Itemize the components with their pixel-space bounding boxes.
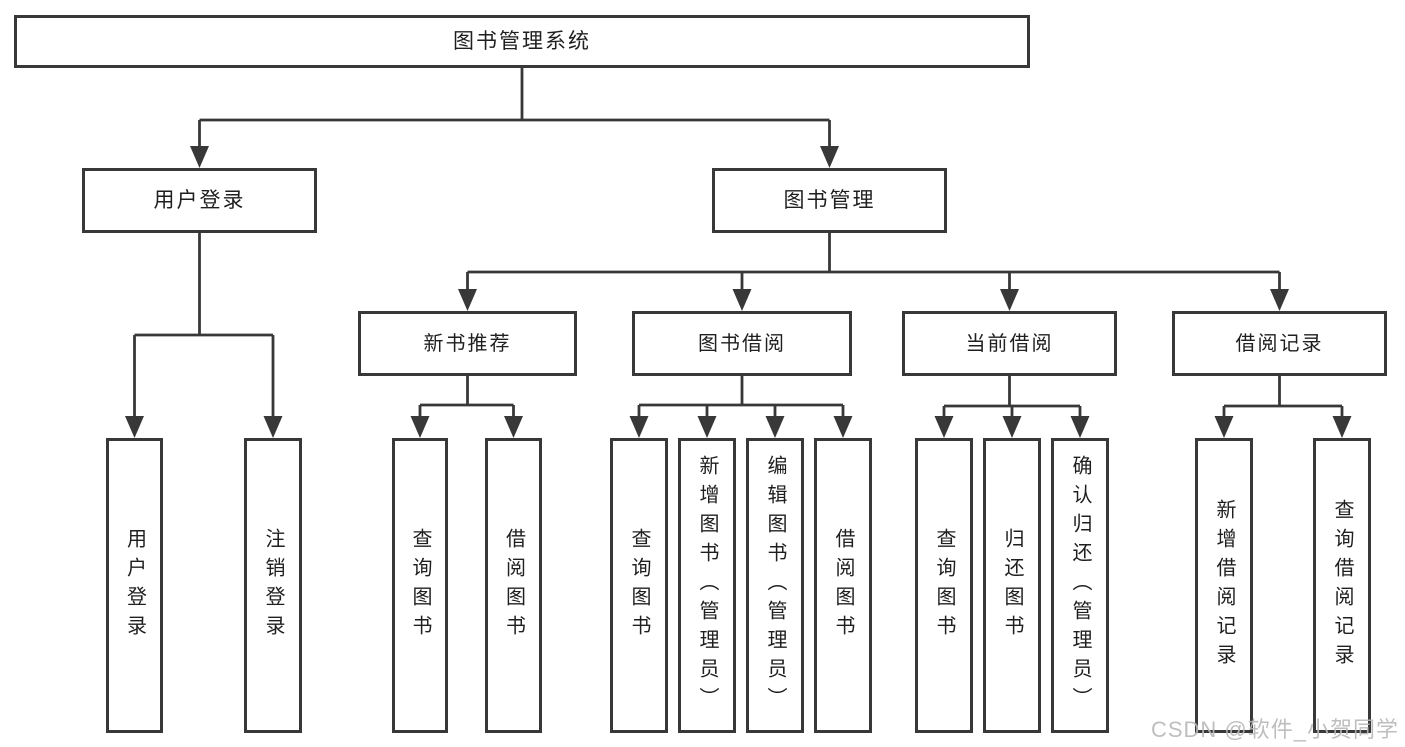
node-leaf-borrow-books-1: 借阅图书 xyxy=(485,438,542,733)
node-root: 图书管理系统 xyxy=(14,15,1030,68)
node-leaf-user-login-label: 用户登录 xyxy=(123,527,146,644)
node-borrowing-records-label: 借阅记录 xyxy=(1235,332,1324,355)
arrowhead-icon xyxy=(504,416,523,438)
node-new-book-recommend: 新书推荐 xyxy=(358,311,577,376)
node-current-borrowing: 当前借阅 xyxy=(902,311,1117,376)
arrowhead-icon xyxy=(732,289,752,311)
node-leaf-edit-books-admin-label: 编辑图书（管理员） xyxy=(764,455,786,716)
arrowhead-icon xyxy=(629,416,649,438)
arrowhead-icon xyxy=(1270,289,1289,311)
node-leaf-logout: 注销登录 xyxy=(244,438,302,733)
node-user-login: 用户登录 xyxy=(82,168,317,233)
node-leaf-confirm-return-admin: 确认归还（管理员） xyxy=(1051,438,1109,733)
node-leaf-add-borrow-record-label: 新增借阅记录 xyxy=(1213,498,1235,673)
node-leaf-query-books-2: 查询图书 xyxy=(610,438,668,733)
arrowhead-icon xyxy=(820,146,839,168)
node-book-borrowing: 图书借阅 xyxy=(632,311,852,376)
arrowhead-icon xyxy=(1000,289,1019,311)
node-leaf-borrow-books-2: 借阅图书 xyxy=(814,438,872,733)
node-leaf-borrow-books-2-label: 借阅图书 xyxy=(832,527,854,644)
node-book-management: 图书管理 xyxy=(712,168,947,233)
node-leaf-logout-label: 注销登录 xyxy=(262,527,284,644)
arrowhead-icon xyxy=(263,416,283,438)
node-leaf-return-books-label: 归还图书 xyxy=(1001,527,1023,644)
arrowhead-icon xyxy=(697,416,717,438)
csdn-watermark: CSDN @软件_小贺同学 xyxy=(1150,717,1399,742)
node-new-book-recommend-label: 新书推荐 xyxy=(423,332,512,355)
arrowhead-icon xyxy=(833,416,853,438)
node-book-management-label: 图书管理 xyxy=(783,189,876,212)
arrowhead-icon xyxy=(125,416,144,438)
node-root-label: 图书管理系统 xyxy=(453,30,591,53)
node-leaf-query-books-1-label: 查询图书 xyxy=(409,527,431,644)
arrowhead-icon xyxy=(410,416,430,438)
node-leaf-return-books: 归还图书 xyxy=(983,438,1041,733)
node-borrowing-records: 借阅记录 xyxy=(1172,311,1387,376)
node-current-borrowing-label: 当前借阅 xyxy=(965,332,1054,355)
arrowhead-icon xyxy=(1332,416,1352,438)
node-leaf-query-borrow-record: 查询借阅记录 xyxy=(1313,438,1371,733)
node-leaf-edit-books-admin: 编辑图书（管理员） xyxy=(746,438,804,733)
node-leaf-query-books-2-label: 查询图书 xyxy=(628,527,650,644)
arrowhead-icon xyxy=(1214,416,1234,438)
node-leaf-query-books-3: 查询图书 xyxy=(915,438,973,733)
arrowhead-icon xyxy=(765,416,785,438)
node-leaf-confirm-return-admin-label: 确认归还（管理员） xyxy=(1069,455,1091,716)
arrowhead-icon xyxy=(458,289,477,311)
node-leaf-add-books-admin-label: 新增图书（管理员） xyxy=(696,455,718,716)
node-leaf-add-books-admin: 新增图书（管理员） xyxy=(678,438,736,733)
arrowhead-icon xyxy=(190,146,209,168)
node-user-login-label: 用户登录 xyxy=(153,189,246,212)
node-book-borrowing-label: 图书借阅 xyxy=(698,332,786,355)
arrowhead-icon xyxy=(934,416,954,438)
node-leaf-add-borrow-record: 新增借阅记录 xyxy=(1195,438,1253,733)
node-leaf-query-books-3-label: 查询图书 xyxy=(933,527,955,644)
arrowhead-icon xyxy=(1002,416,1022,438)
node-leaf-query-borrow-record-label: 查询借阅记录 xyxy=(1331,498,1353,673)
node-leaf-query-books-1: 查询图书 xyxy=(392,438,448,733)
node-leaf-borrow-books-1-label: 借阅图书 xyxy=(502,527,525,644)
node-leaf-user-login: 用户登录 xyxy=(106,438,163,733)
arrowhead-icon xyxy=(1070,416,1090,438)
